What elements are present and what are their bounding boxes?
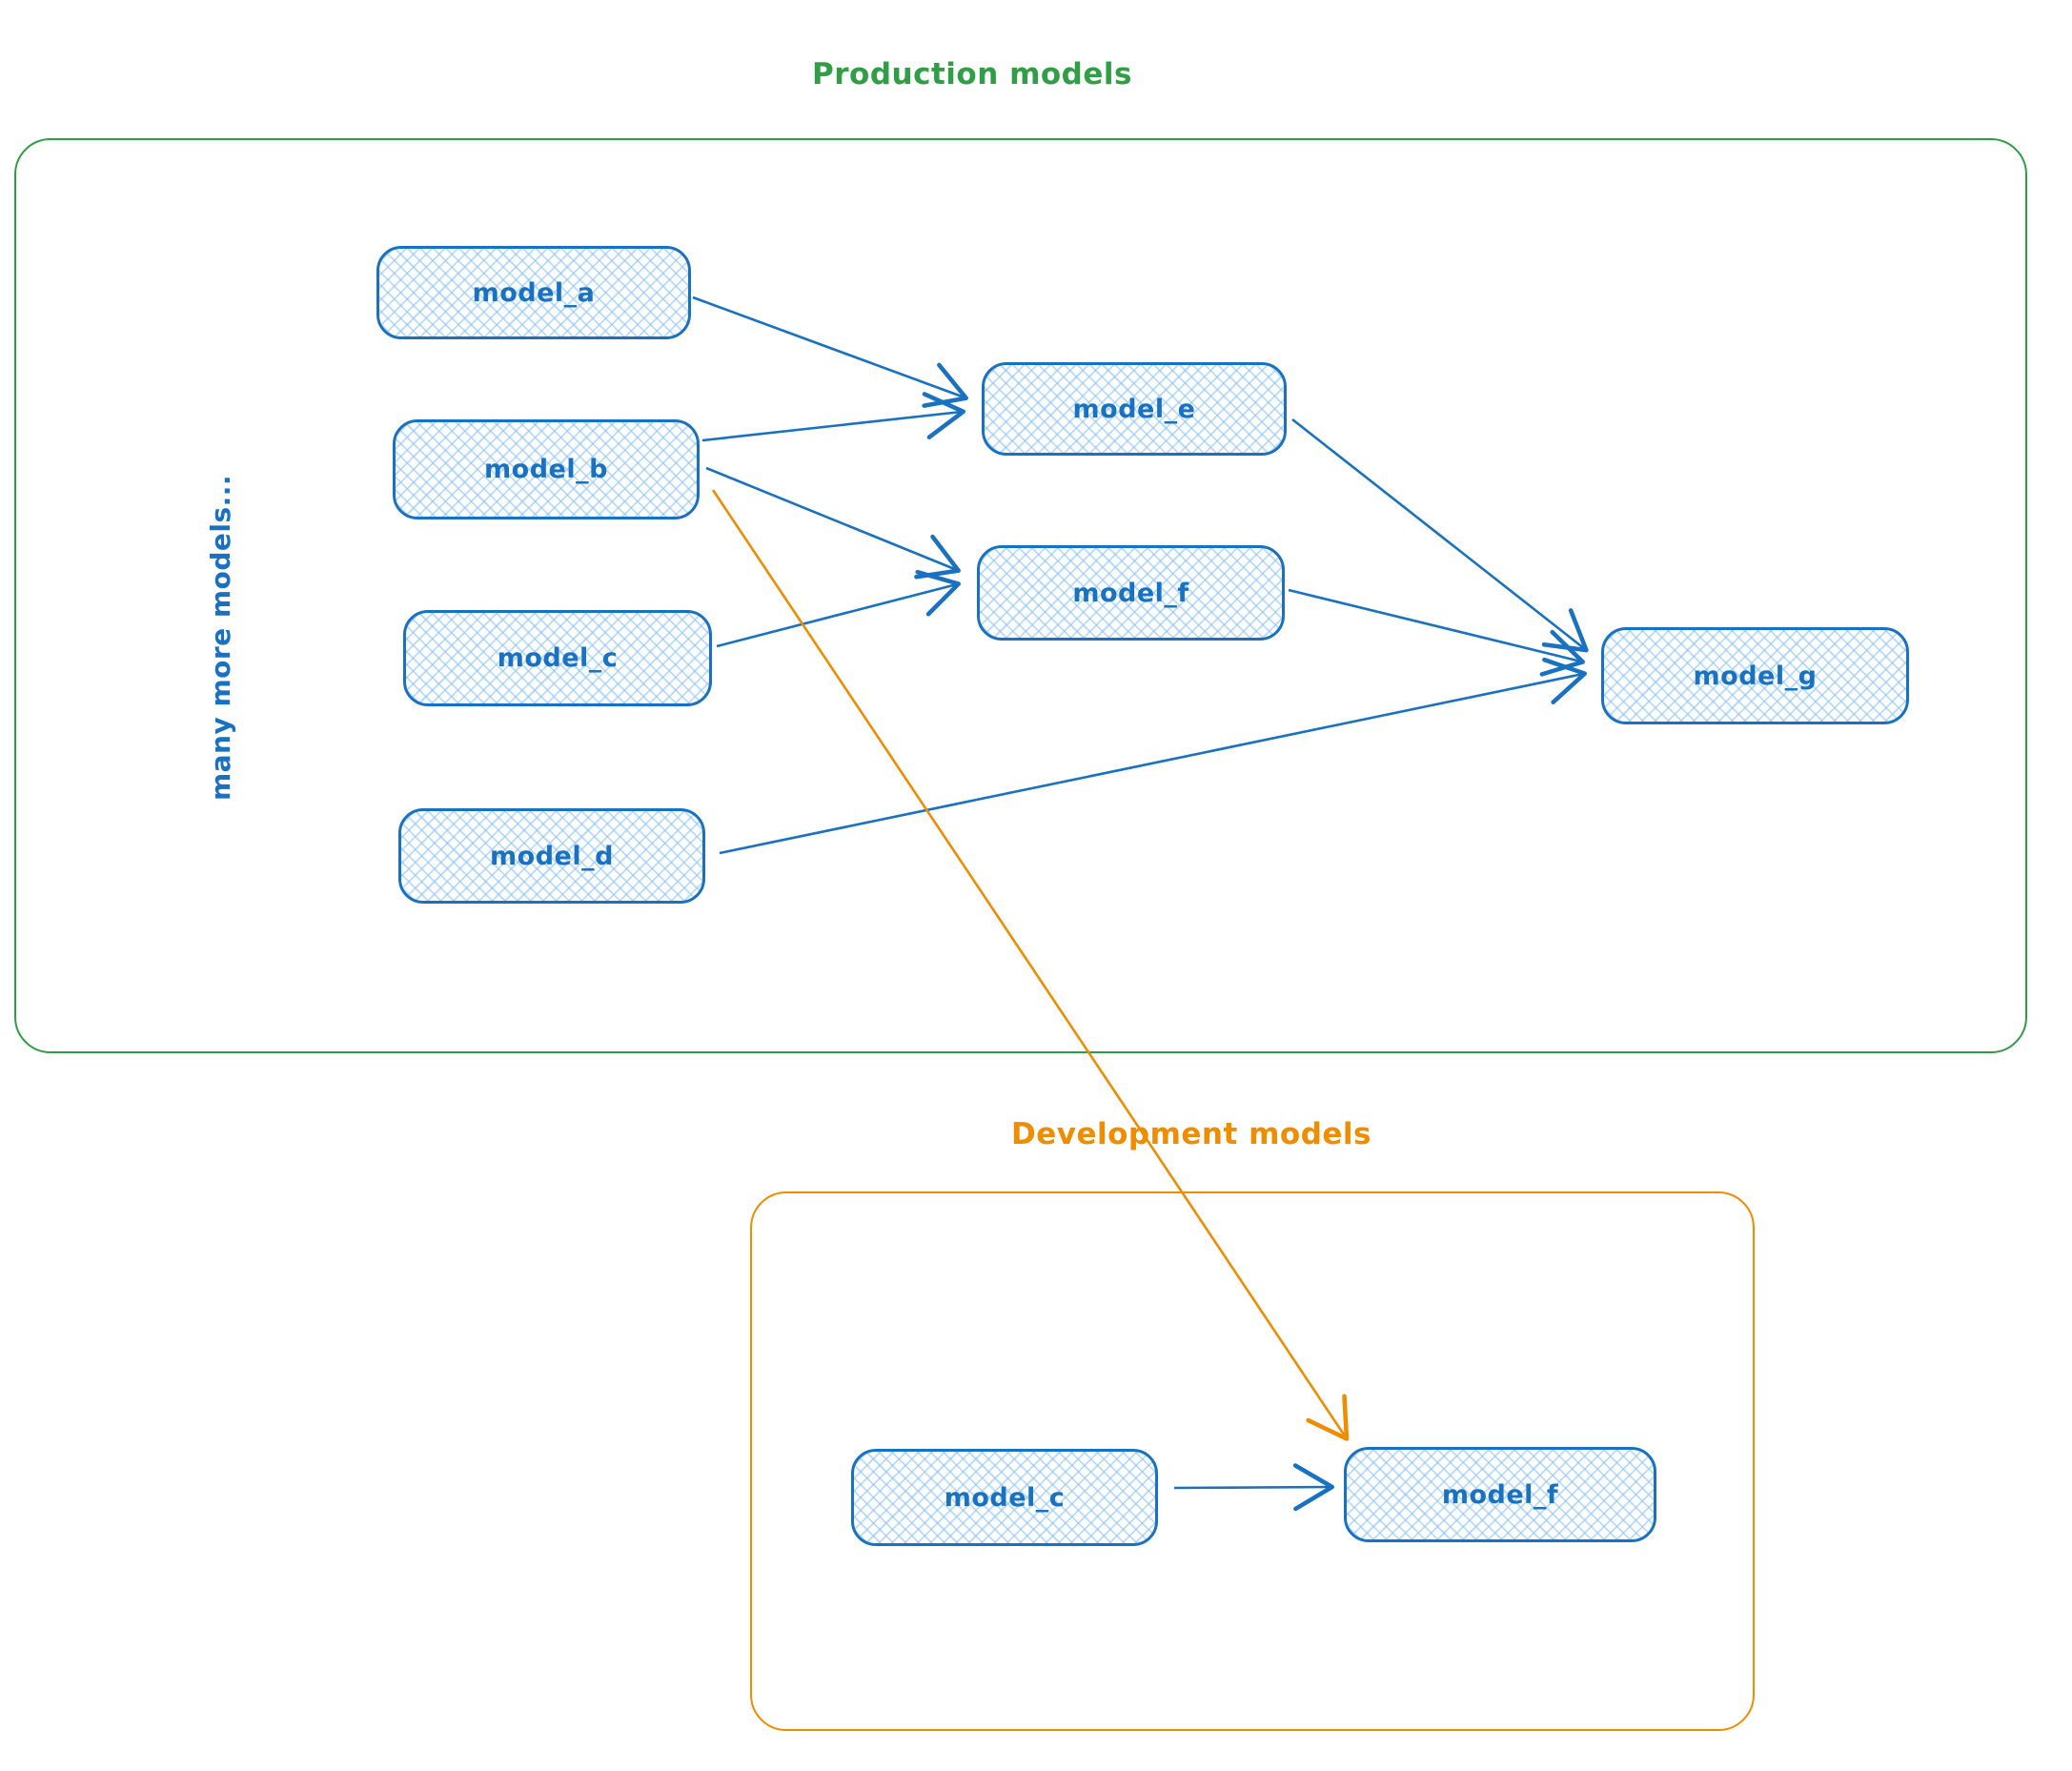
node-model_e-label: model_e [1072, 394, 1196, 424]
node-model_a[interactable]: model_a [376, 246, 691, 339]
node-dev-model_c[interactable]: model_c [851, 1449, 1158, 1546]
node-model_d-label: model_d [490, 841, 614, 871]
node-model_c[interactable]: model_c [403, 610, 712, 706]
node-model_g[interactable]: model_g [1601, 627, 1909, 724]
node-model_a-label: model_a [472, 277, 596, 308]
node-model_f-label: model_f [1072, 578, 1189, 608]
node-dev-model_f-label: model_f [1441, 1479, 1559, 1510]
node-model_e[interactable]: model_e [982, 362, 1287, 456]
node-dev-model_c-label: model_c [944, 1482, 1066, 1513]
production-section-title[interactable]: Production models [812, 57, 1132, 92]
node-model_c-label: model_c [497, 643, 619, 673]
development-section-title[interactable]: Development models [1010, 1117, 1371, 1151]
node-model_d[interactable]: model_d [398, 808, 705, 904]
node-model_g-label: model_g [1693, 661, 1818, 691]
node-model_b[interactable]: model_b [393, 419, 700, 519]
node-model_f[interactable]: model_f [977, 545, 1285, 641]
node-model_b-label: model_b [484, 455, 608, 484]
many-more-models-label[interactable]: many more models... [205, 474, 236, 802]
node-dev-model_f[interactable]: model_f [1344, 1447, 1656, 1542]
